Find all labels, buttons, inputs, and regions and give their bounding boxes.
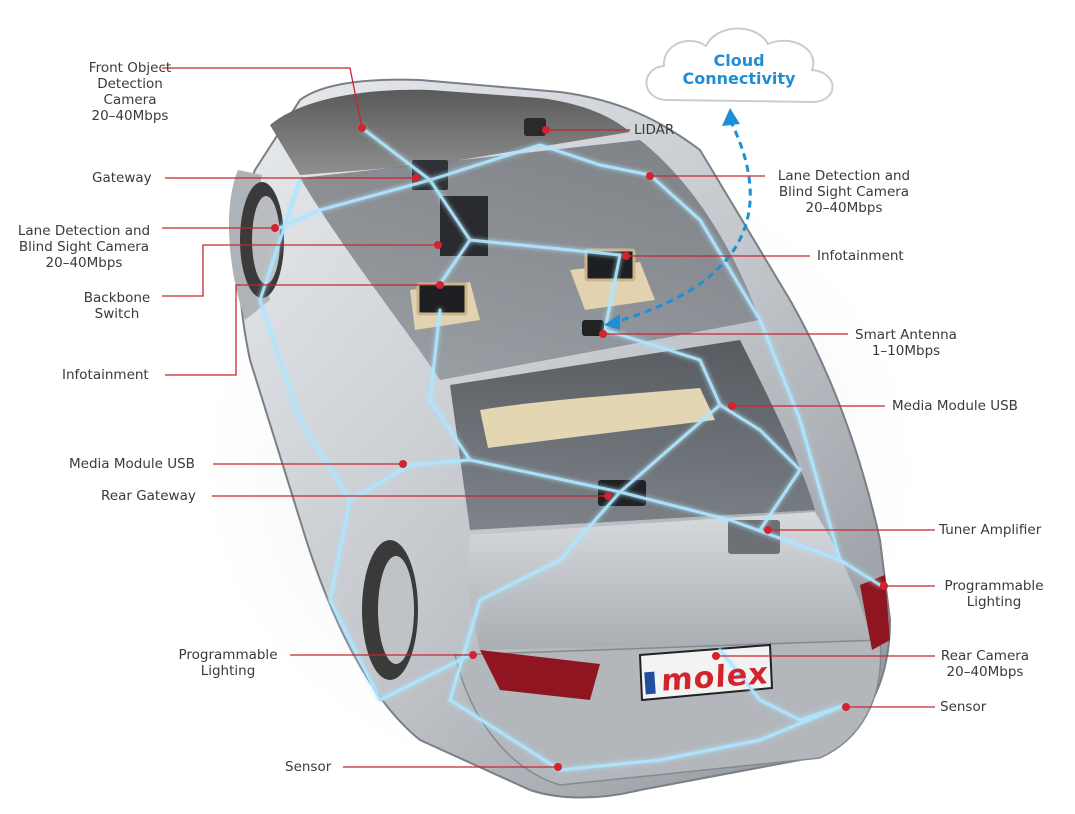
label-rear-gateway: Rear Gateway (101, 488, 196, 504)
leader-front-camera (162, 67, 363, 129)
backbone-line-2: Switch (94, 306, 140, 322)
prog-light-left-line-1: Programmable (178, 647, 278, 663)
media-usb-right-line-1: Media Module USB (892, 398, 1018, 414)
gateway-line-1: Gateway (92, 170, 152, 186)
rear-gateway-line-1: Rear Gateway (101, 488, 196, 504)
label-sensor-left: Sensor (285, 759, 331, 775)
infotainment-right-line-1: Infotainment (817, 248, 904, 264)
license-plate-logo: molex (660, 656, 770, 699)
leader-dots (271, 124, 888, 771)
leader-infotainment-left (165, 284, 440, 376)
backbone-line-1: Backbone (83, 290, 151, 306)
label-rear-camera: Rear Camera 20–40Mbps (932, 648, 1038, 680)
smart-antenna-line-1: Smart Antenna (855, 327, 957, 343)
label-infotainment-left: Infotainment (62, 367, 149, 383)
cloud-connectivity-label: Cloud Connectivity (648, 52, 830, 88)
leader-backbone (162, 244, 438, 297)
prog-light-right-line-1: Programmable (944, 578, 1044, 594)
prog-light-left-line-2: Lighting (200, 663, 256, 679)
label-programmable-lighting-left: Programmable Lighting (168, 647, 288, 679)
prog-light-right-line-2: Lighting (966, 594, 1022, 610)
label-infotainment-right: Infotainment (817, 248, 904, 264)
media-usb-left-line-1: Media Module USB (69, 456, 195, 472)
cloud-line-1: Cloud (713, 51, 765, 70)
front-camera-line-3: Camera (103, 92, 157, 108)
rear-camera-line-1: Rear Camera (940, 648, 1030, 664)
lidar-line-1: LIDAR (634, 122, 675, 138)
cloud-line-2: Connectivity (682, 69, 796, 88)
label-lane-left: Lane Detection and Blind Sight Camera 20… (4, 223, 164, 271)
label-programmable-lighting-right: Programmable Lighting (934, 578, 1054, 610)
sensor-left-line-1: Sensor (285, 759, 332, 775)
tuner-amp-line-1: Tuner Amplifier (939, 522, 1042, 538)
label-gateway: Gateway (92, 170, 152, 186)
label-tuner-amplifier: Tuner Amplifier (939, 522, 1041, 538)
label-sensor-right: Sensor (940, 699, 986, 715)
lane-right-line-2: Blind Sight Camera (778, 184, 910, 200)
leader-lines (162, 67, 935, 768)
lane-right-line-3: 20–40Mbps (805, 200, 883, 216)
infotainment-left-line-1: Infotainment (62, 367, 149, 383)
lane-left-line-1: Lane Detection and (17, 223, 151, 239)
rear-camera-line-2: 20–40Mbps (946, 664, 1024, 680)
front-camera-line-4: 20–40Mbps (91, 108, 169, 124)
label-lane-right: Lane Detection and Blind Sight Camera 20… (764, 168, 924, 216)
lane-left-line-3: 20–40Mbps (45, 255, 123, 271)
front-camera-line-1: Front Object (88, 60, 172, 76)
sensor-right-line-1: Sensor (940, 699, 987, 715)
label-media-usb-right: Media Module USB (892, 398, 1018, 414)
label-lidar: LIDAR (634, 122, 674, 138)
label-front-camera: Front Object Detection Camera 20–40Mbps (50, 60, 210, 124)
label-backbone-switch: Backbone Switch (72, 290, 162, 322)
network-wiring (258, 126, 882, 772)
cloud-shape (645, 27, 834, 104)
lane-left-line-2: Blind Sight Camera (18, 239, 150, 255)
label-smart-antenna: Smart Antenna 1–10Mbps (846, 327, 966, 359)
lane-right-line-1: Lane Detection and (777, 168, 911, 184)
smart-antenna-line-2: 1–10Mbps (871, 343, 941, 359)
label-media-usb-left: Media Module USB (69, 456, 195, 472)
cloud-connectivity-arrow (604, 108, 752, 330)
front-camera-line-2: Detection (97, 76, 163, 92)
